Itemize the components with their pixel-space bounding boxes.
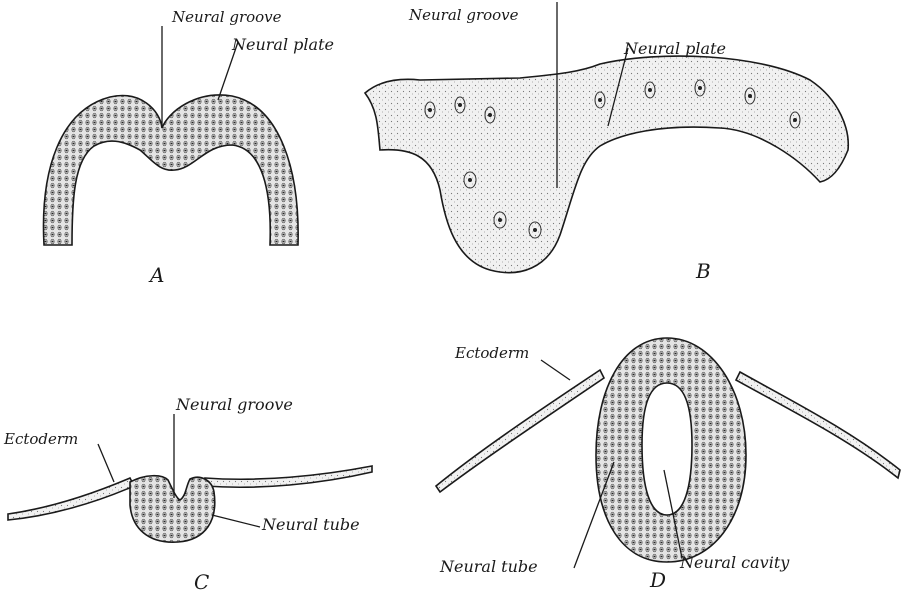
- panel-d-neural-cavity-label: Neural cavity: [679, 553, 790, 572]
- panel-a-letter: A: [148, 263, 164, 287]
- panel-d: Ectoderm Neural tube Neural cavity D: [436, 338, 900, 592]
- panel-d-neural-tube-label: Neural tube: [439, 557, 538, 576]
- panel-c-neural-groove-label: Neural groove: [175, 395, 293, 414]
- panel-a-neural-plate-label: Neural plate: [231, 35, 334, 54]
- panel-d-ectoderm-right: [736, 372, 900, 478]
- panel-b-neural-plate-label: Neural plate: [623, 39, 726, 58]
- panel-b: Neural groove Neural plate B: [365, 2, 848, 283]
- panel-d-letter: D: [649, 568, 666, 592]
- panel-c-ectoderm-leader: [98, 444, 114, 482]
- panel-c-neural-tube-shape: [130, 476, 215, 542]
- panel-b-letter: B: [695, 259, 711, 283]
- panel-d-ectoderm-leader: [541, 360, 570, 380]
- panel-a-neural-plate-shape: [44, 95, 299, 245]
- panel-a-neural-groove-label: Neural groove: [171, 8, 282, 26]
- panel-c: Neural groove Ectoderm Neural tube C: [3, 395, 372, 594]
- panel-b-neural-plate-shape: [365, 56, 848, 273]
- panel-d-ectoderm-label: Ectoderm: [454, 344, 529, 362]
- panel-c-neural-tube-label: Neural tube: [261, 515, 360, 534]
- panel-b-neural-groove-label: Neural groove: [408, 6, 519, 24]
- panel-c-tube-leader: [212, 515, 260, 527]
- panel-c-ectoderm-right: [205, 466, 372, 487]
- panel-a: Neural groove Neural plate A: [44, 8, 334, 287]
- panel-c-ectoderm-label: Ectoderm: [3, 430, 78, 448]
- panel-c-ectoderm-left: [8, 478, 134, 520]
- panel-d-neural-tube-shape: [596, 338, 746, 562]
- panel-d-ectoderm-left: [436, 370, 604, 492]
- panel-c-letter: C: [194, 570, 209, 594]
